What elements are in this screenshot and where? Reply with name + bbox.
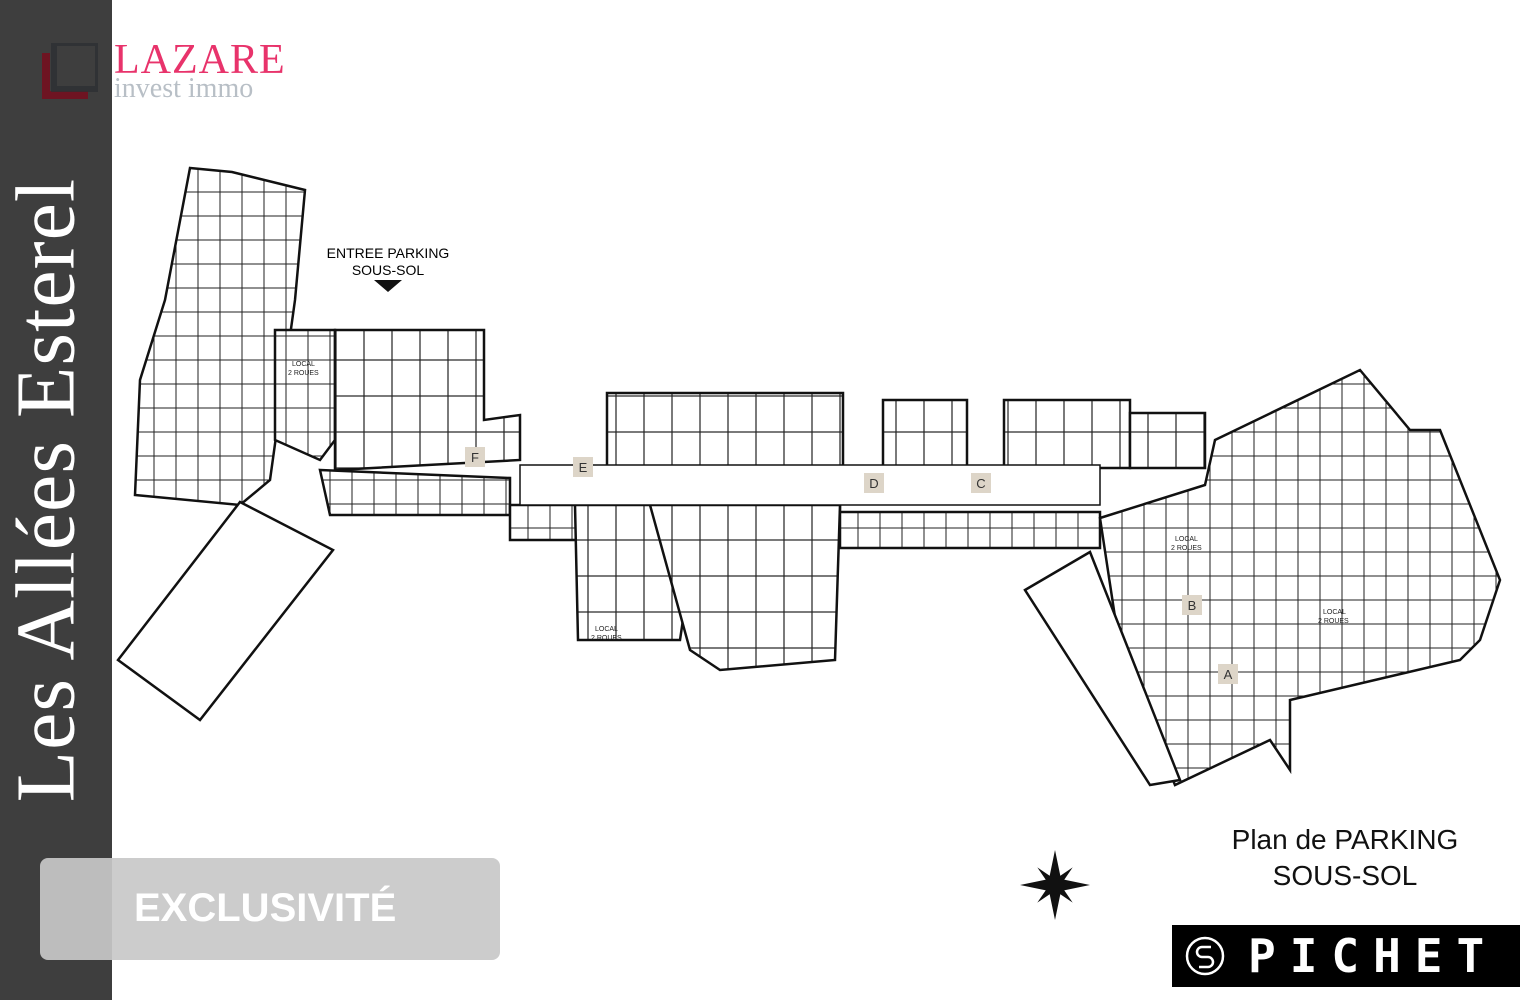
building-outline [133,166,1502,787]
stair-b: B [1188,598,1197,613]
local-label: 2 ROUES [1318,618,1349,625]
local-label: LOCAL [595,626,618,633]
brand-tagline: invest immo [114,73,254,104]
local-label: 2 ROUES [288,370,319,377]
project-title: Les Allées Esterel [0,177,93,803]
compass-rose-icon [1020,850,1090,920]
outdoor-area-west [116,500,335,722]
outdoor-area-east [1023,550,1182,787]
pichet-logo: PICHET [1172,925,1520,987]
local-label: LOCAL [292,361,315,368]
lazare-logo[interactable]: LAZARE invest immo [42,37,302,104]
logo-background [112,36,307,104]
entrance-arrow-icon [374,280,402,292]
stair-d: D [869,476,878,491]
pichet-emblem-icon [1185,936,1225,976]
stair-markers: A B C D E F [465,447,1238,684]
logo-mark-icon [42,43,98,99]
stair-e: E [579,460,588,475]
entrance-label-1: ENTREE PARKING [327,245,450,261]
sidebar: Les Allées Esterel [0,0,112,1000]
plan-title: Plan de PARKING SOUS-SOL [1200,822,1490,894]
brand-name: LAZARE [114,37,286,83]
exclusivity-label: EXCLUSIVITÉ [134,886,397,930]
local-label: 2 ROUES [591,635,622,642]
plan-title-line2: SOUS-SOL [1272,860,1418,891]
local-label: LOCAL [1323,609,1346,616]
entrance-label-2: SOUS-SOL [352,262,425,278]
stair-c: C [976,476,985,491]
parking-floor-plan: ENTREE PARKING SOUS-SOL LOCAL 2 ROUES LOC… [116,166,1502,920]
stair-f: F [471,450,479,465]
local-label: LOCAL [1175,536,1198,543]
stair-a: A [1224,667,1233,682]
exclusivity-badge: EXCLUSIVITÉ [40,858,500,960]
local-label: 2 ROUES [1171,545,1202,552]
developer-name: PICHET [1248,929,1499,983]
plan-title-line1: Plan de PARKING [1231,824,1459,855]
